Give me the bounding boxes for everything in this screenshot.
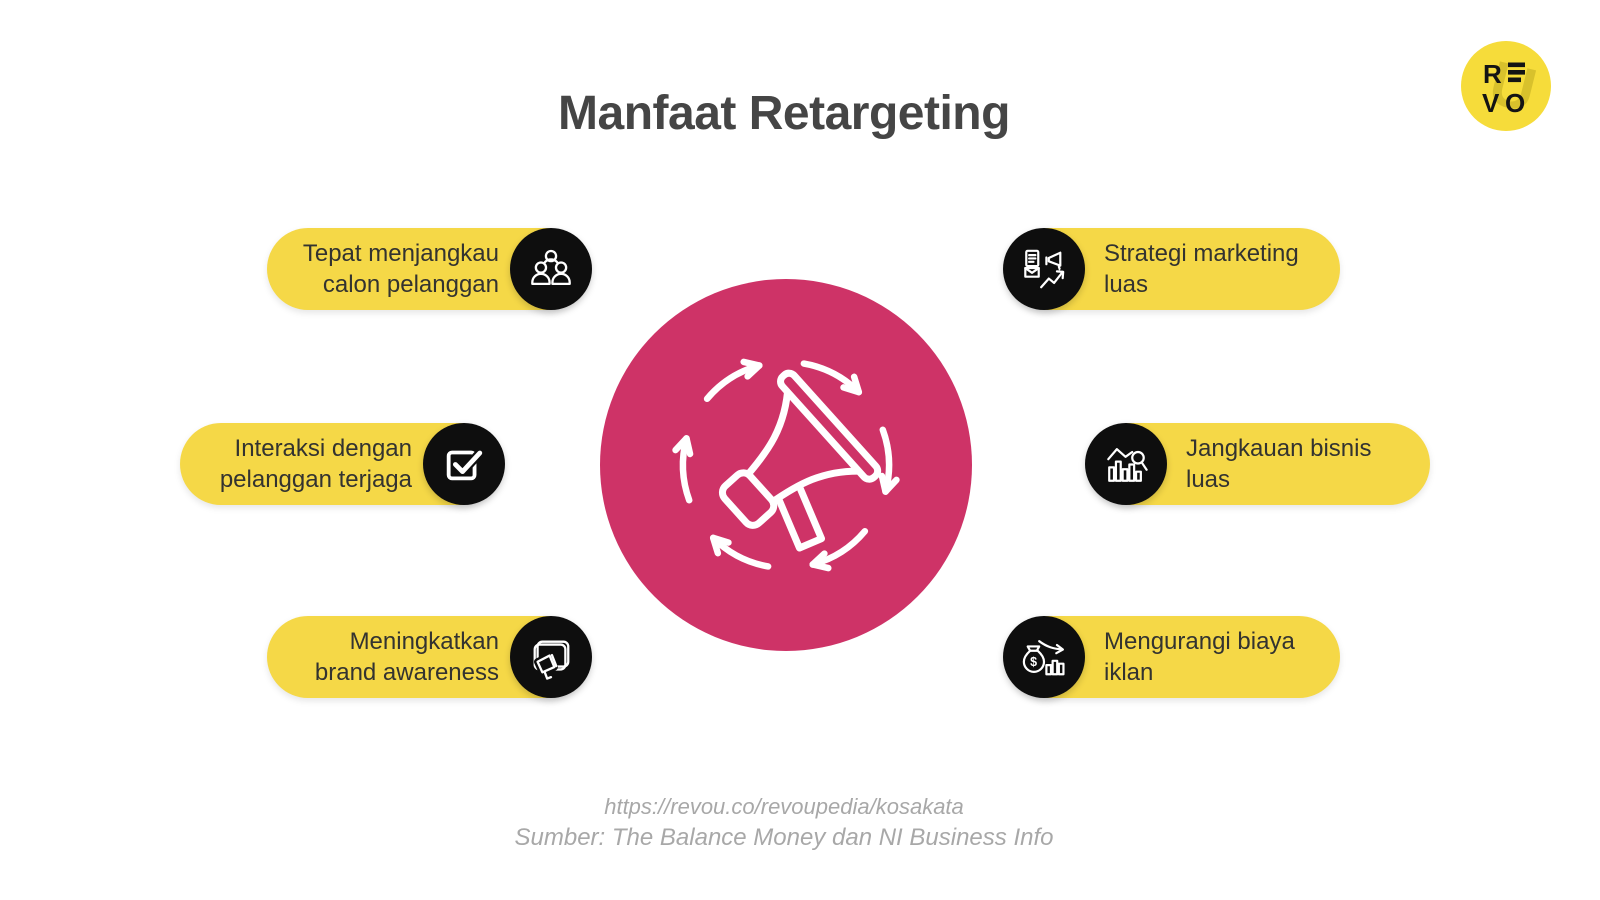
- benefit-label: Strategi marketing luas: [1104, 240, 1299, 298]
- business-reach-icon: [1085, 423, 1167, 505]
- brand-awareness-icon: [510, 616, 592, 698]
- benefit-label: Mengurangi biaya iklan: [1104, 628, 1295, 686]
- logo-letter-v: V: [1482, 88, 1500, 118]
- benefit-pill-tepat-menjangkau: Tepat menjangkau calon pelanggan: [267, 228, 592, 310]
- reduce-cost-icon: $: [1003, 616, 1085, 698]
- benefit-label: Tepat menjangkau calon pelanggan: [302, 240, 499, 298]
- logo-letter-o: O: [1505, 88, 1525, 118]
- marketing-strategy-icon: [1003, 228, 1085, 310]
- megaphone-icon: [718, 369, 882, 552]
- retargeting-cycle-graphic: [598, 277, 974, 653]
- logo-letter-r: R: [1483, 59, 1502, 89]
- revou-logo-icon: U R V O: [1461, 41, 1551, 131]
- benefit-pill-strategi-marketing: Strategi marketing luas: [1003, 228, 1340, 310]
- benefit-label: Meningkatkan brand awareness: [314, 628, 499, 686]
- logo-circle: [1461, 41, 1551, 131]
- revou-logo: U R V O: [1461, 41, 1551, 131]
- benefit-pill-jangkauan-bisnis: Jangkauan bisnis luas: [1085, 423, 1430, 505]
- svg-text:$: $: [1030, 655, 1037, 669]
- megaphone-cycle-icon: [600, 279, 972, 651]
- benefit-label: Interaksi dengan pelanggan terjaga: [219, 435, 412, 493]
- benefit-pill-interaksi-pelanggan: Interaksi dengan pelanggan terjaga: [180, 423, 505, 505]
- benefit-pill-mengurangi-biaya: Mengurangi biaya iklan $: [1003, 616, 1340, 698]
- page-title: Manfaat Retargeting: [558, 87, 1010, 140]
- people-group-icon: [510, 228, 592, 310]
- benefit-pill-brand-awareness: Meningkatkan brand awareness: [267, 616, 592, 698]
- checkbox-icon: [423, 423, 505, 505]
- footer-source: Sumber: The Balance Money dan NI Busines…: [514, 824, 1054, 851]
- benefit-label: Jangkauan bisnis luas: [1186, 435, 1372, 493]
- logo-letter-e-bars: [1508, 62, 1525, 83]
- footer-url: https://revou.co/revoupedia/kosakata: [604, 794, 964, 819]
